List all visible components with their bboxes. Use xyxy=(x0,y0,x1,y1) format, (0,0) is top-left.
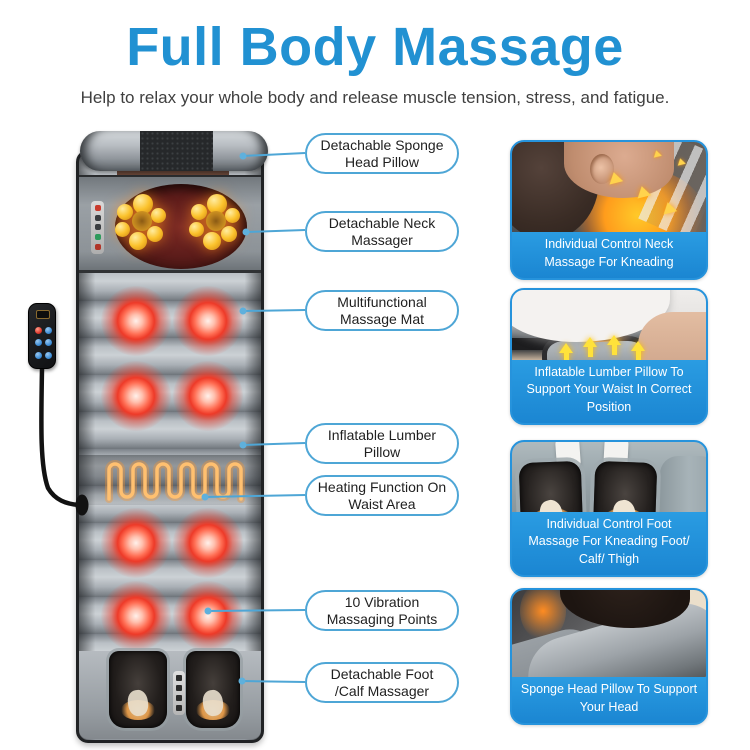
foot-pocket-left xyxy=(109,651,167,728)
foot-icon xyxy=(537,497,566,512)
card-caption: Sponge Head Pillow To Support Your Head xyxy=(512,677,706,723)
massage-ball-icon xyxy=(117,204,133,220)
massage-ball-icon xyxy=(147,226,163,242)
callout-vibration: 10 Vibration Massaging Points xyxy=(305,590,459,631)
page-title: Full Body Massage xyxy=(126,17,624,77)
callout-head-pillow: Detachable Sponge Head Pillow xyxy=(305,133,459,174)
arrow-up-icon xyxy=(631,341,645,360)
feature-card-lumbar: Inflatable Lumber Pillow To Support Your… xyxy=(510,288,708,425)
vibration-point-icon xyxy=(173,361,243,431)
feature-card-head-pillow: Sponge Head Pillow To Support Your Head xyxy=(510,588,708,725)
arrow-up-icon xyxy=(559,343,573,360)
card-photo-lumbar xyxy=(512,290,706,360)
remote-button-icon xyxy=(34,352,42,360)
heat-button-icon xyxy=(94,234,101,241)
foot-massager xyxy=(79,651,261,739)
callout-lumber-pillow: Inflatable Lumber Pillow xyxy=(305,423,459,464)
heating-area xyxy=(79,455,261,505)
foot-pocket-right xyxy=(186,651,240,728)
feature-card-neck: Individual Control Neck Massage For Knea… xyxy=(510,140,708,280)
face-shape xyxy=(564,142,674,198)
button-icon xyxy=(176,695,182,701)
massage-ball-cluster-right xyxy=(189,194,243,250)
card-caption: Individual Control Foot Massage For Knea… xyxy=(512,511,706,575)
remote-button-icon xyxy=(44,326,52,334)
pillow-center-band xyxy=(140,131,213,171)
remote-cable xyxy=(39,368,80,508)
power-button-icon xyxy=(34,326,42,334)
massage-ball-icon xyxy=(115,222,130,237)
vibration-point-icon xyxy=(173,581,243,651)
remote-buttons xyxy=(33,324,53,362)
callout-foot-massager: Detachable Foot /Calf Massager xyxy=(305,662,459,703)
bolster-shape xyxy=(660,456,706,512)
card-photo-foot xyxy=(512,442,706,512)
massage-ball-icon xyxy=(151,208,166,223)
callout-neck-massager: Detachable Neck Massager xyxy=(305,211,459,252)
vibration-point-icon xyxy=(101,508,171,578)
vibration-point-icon xyxy=(101,286,171,356)
vibration-point-icon xyxy=(101,581,171,651)
foot-pocket-shape xyxy=(518,460,584,512)
card-caption: Individual Control Neck Massage For Knea… xyxy=(512,232,706,278)
massage-ball-hub-icon xyxy=(132,211,152,231)
remote-button-icon xyxy=(44,339,52,347)
massage-ball-icon xyxy=(207,194,227,214)
remote-button-icon xyxy=(44,352,52,360)
neck-control-panel xyxy=(91,201,104,254)
power-button-icon xyxy=(94,204,101,211)
neck-massager-inset xyxy=(115,184,247,269)
foot-icon xyxy=(610,498,639,512)
head-pillow xyxy=(80,131,268,171)
remote-button-icon xyxy=(34,339,42,347)
card-caption: Inflatable Lumber Pillow To Support Your… xyxy=(512,359,706,423)
massage-ball-icon xyxy=(189,222,204,237)
feature-card-foot: Individual Control Foot Massage For Knea… xyxy=(510,440,708,577)
massage-ball-icon xyxy=(225,208,240,223)
massage-ball-icon xyxy=(191,204,207,220)
mode-button-icon xyxy=(94,244,101,251)
card-photo-neck xyxy=(512,142,706,232)
page-subtitle: Help to relax your whole body and releas… xyxy=(80,88,670,107)
vibration-point-icon xyxy=(173,286,243,356)
foot-pocket-shape xyxy=(592,460,658,512)
arrow-up-icon xyxy=(607,335,621,355)
vibration-point-icon xyxy=(173,508,243,578)
foot-control-panel xyxy=(173,671,185,715)
ear-icon xyxy=(590,154,614,184)
massage-mat xyxy=(76,150,264,743)
massage-ball-icon xyxy=(133,194,153,214)
callout-heating: Heating Function On Waist Area xyxy=(305,475,459,516)
card-photo-head-pillow xyxy=(512,590,706,677)
button-icon xyxy=(176,685,182,691)
massage-ball-icon xyxy=(203,232,221,250)
vibration-point-icon xyxy=(101,361,171,431)
mode-button-icon xyxy=(94,224,101,231)
arrow-up-icon xyxy=(583,337,597,357)
mode-button-icon xyxy=(94,214,101,221)
remote-control xyxy=(28,303,56,369)
neck-massager xyxy=(79,175,261,273)
remote-display xyxy=(36,310,50,319)
massage-ball-hub-icon xyxy=(206,211,226,231)
heating-coil-icon xyxy=(105,460,245,503)
massage-ball-cluster-left xyxy=(115,194,169,250)
arm-shape xyxy=(638,312,706,360)
callout-massage-mat: Multifunctional Massage Mat xyxy=(305,290,459,331)
massage-ball-icon xyxy=(129,232,147,250)
button-icon xyxy=(176,705,182,711)
button-icon xyxy=(176,675,182,681)
massage-ball-icon xyxy=(221,226,237,242)
